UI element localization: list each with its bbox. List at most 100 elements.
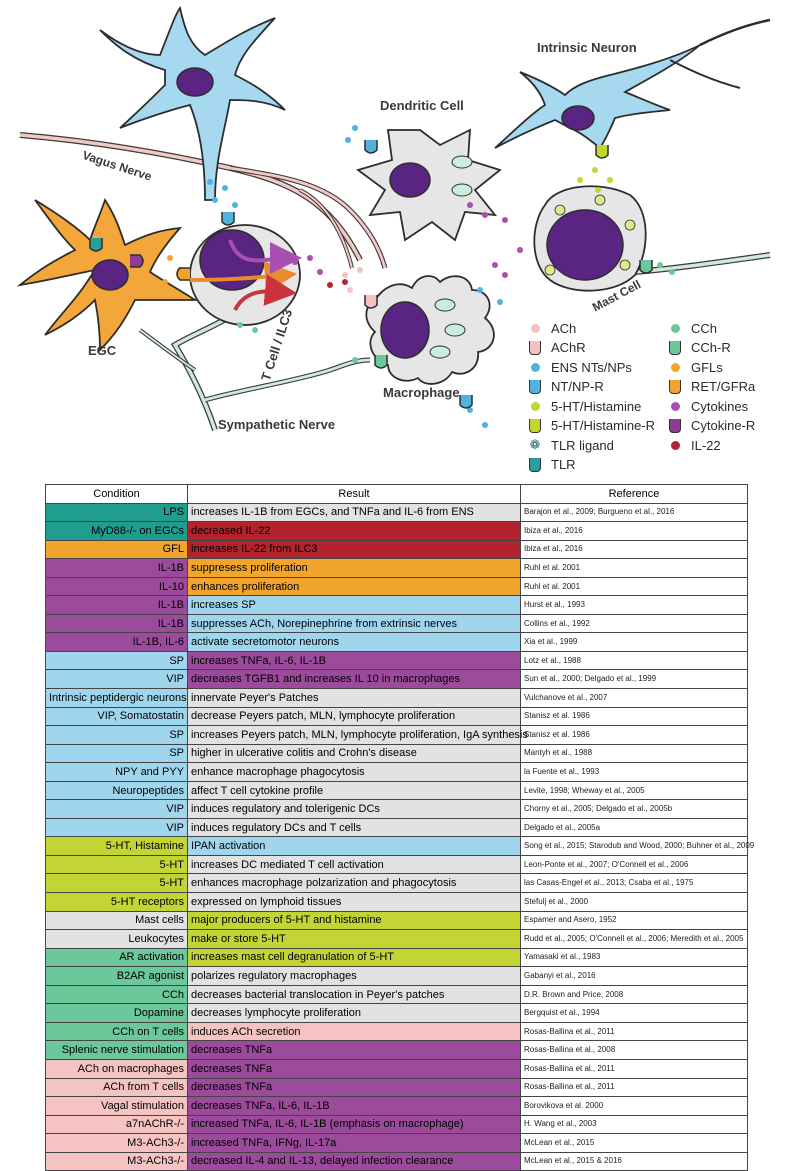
reference-cell: Hurst et al., 1993	[520, 595, 748, 615]
condition-cell: 5-HT receptors	[45, 892, 188, 912]
reference-cell: Song et al., 2015; Starodub and Wood, 20…	[520, 836, 754, 856]
legend-symbol	[666, 397, 684, 415]
reference-cell: Stefulj et al., 2000	[520, 892, 748, 912]
legend-symbol	[666, 417, 684, 435]
condition-cell: CCh	[45, 984, 188, 1005]
result-cell: increases SP	[187, 595, 521, 615]
condition-cell: ACh from T cells	[45, 1077, 188, 1098]
label-intrinsic-neuron: Intrinsic Neuron	[537, 40, 637, 55]
header-condition: Condition	[45, 484, 188, 504]
enteric-neuron-top	[99, 5, 286, 201]
legend-dot-icon	[530, 323, 540, 333]
result-cell: make or store 5-HT	[187, 929, 521, 949]
legend-label: Cytokines	[691, 398, 749, 414]
reference-cell: Chorny et al., 2005; Delgado et al., 200…	[520, 799, 748, 819]
legend-label: ACh	[551, 320, 577, 336]
result-cell: induces ACh secretion	[187, 1021, 521, 1042]
condition-cell: Mast cells	[45, 910, 188, 931]
macrophage	[365, 275, 495, 385]
reference-cell: Gabanyi et al., 2016	[520, 966, 748, 986]
legend-item: ❁TLR ligand	[526, 435, 614, 455]
legend-dot-icon	[530, 401, 540, 411]
reference-cell: Barajon et al., 2009; Burgueno et al., 2…	[520, 502, 748, 523]
condition-cell: GFL	[45, 539, 188, 560]
reference-cell: Ibiza et al., 2016	[520, 521, 748, 541]
result-cell: increases TNFa, IL-6, IL-1B	[187, 650, 521, 671]
legend-label: GFLs	[691, 359, 723, 375]
condition-cell: Dopamine	[45, 1003, 188, 1023]
legend-label: 5-HT/Histamine	[551, 398, 642, 414]
legend-item: ACh	[526, 318, 576, 338]
result-cell: decreases TNFa	[187, 1077, 521, 1098]
sympathetic-nerve	[138, 252, 771, 431]
condition-cell: MyD88-/- on EGCs	[45, 521, 188, 541]
legend-item: CCh-R	[666, 338, 731, 358]
condition-cell: 5-HT	[45, 854, 188, 875]
legend-item: Cytokine-R	[666, 416, 755, 436]
condition-cell: SP	[45, 650, 188, 671]
table-row: a7nAChR-/-increased TNFa, IL-6, IL-1B (e…	[45, 1114, 748, 1135]
result-cell: increases DC mediated T cell activation	[187, 854, 521, 875]
condition-cell: Leukocytes	[45, 929, 188, 949]
legend-label: Cytokine-R	[691, 418, 756, 433]
reference-cell: Levite, 1998; Wheway et al., 2005	[520, 780, 748, 801]
reference-cell: Bergquist et al., 1994	[520, 1003, 748, 1023]
result-cell: decreased IL-4 and IL-13, delayed infect…	[187, 1151, 521, 1171]
legend-item: 5-HT/Histamine	[526, 396, 641, 416]
legend-item: Cytokines	[666, 396, 748, 416]
reference-cell: Rosas-Ballina et al., 2011	[520, 1021, 748, 1042]
reference-cell: Ruhl et al. 2001	[520, 576, 748, 597]
reference-cell: D.R. Brown and Price, 2008	[520, 984, 748, 1005]
result-cell: increased TNFa, IFNg, IL-17a	[187, 1133, 521, 1153]
legend-symbol	[666, 339, 684, 357]
legend-label: CCh-R	[691, 340, 731, 355]
condition-cell: M3-ACh3-/-	[45, 1133, 188, 1153]
reference-cell: Mantyh et al., 1988	[520, 743, 748, 764]
legend-symbol	[526, 378, 544, 396]
result-cell: affect T cell cytokine profile	[187, 780, 521, 801]
result-cell: suppresess proliferation	[187, 558, 521, 578]
legend-label: 5-HT/Histamine-R	[551, 418, 656, 433]
reference-cell: Sun et al., 2000; Delgado et al., 1999	[520, 669, 748, 690]
condition-cell: IL-1B	[45, 558, 188, 578]
reference-cell: Yamasaki et al., 1983	[520, 947, 748, 968]
reference-cell: Rosas-Ballina et al., 2011	[520, 1077, 748, 1098]
receptors	[89, 140, 653, 409]
legend-label: CCh	[691, 320, 718, 336]
header-result: Result	[187, 484, 521, 504]
label-dendritic-cell: Dendritic Cell	[380, 98, 464, 113]
legend-receptor-icon	[669, 418, 681, 433]
legend-dot-icon	[530, 362, 540, 372]
legend-receptor-icon	[529, 340, 541, 355]
reference-cell: Ruhl et al. 2001	[520, 558, 748, 578]
legend-dot-icon	[670, 362, 680, 372]
result-cell: induces regulatory and tolerigenic DCs	[187, 799, 521, 819]
table-row: M3-ACh3-/-decreased IL-4 and IL-13, dela…	[45, 1151, 748, 1171]
result-cell: suppresses ACh, Norepinephrine from extr…	[187, 613, 521, 634]
condition-cell: Intrinsic peptidergic neurons	[45, 688, 188, 708]
result-cell: decreased IL-22	[187, 521, 521, 541]
label-macrophage: Macrophage	[383, 385, 460, 400]
legend-label: ENS NTs/NPs	[551, 359, 632, 375]
result-cell: decreases TGFB1 and increases IL 10 in m…	[187, 669, 521, 690]
legend-label: TLR ligand	[551, 437, 614, 453]
result-cell: higher in ulcerative colitis and Crohn's…	[187, 743, 521, 764]
result-cell: increased TNFa, IL-6, IL-1B (emphasis on…	[187, 1114, 521, 1135]
mast-cell	[533, 185, 647, 292]
condition-cell: SP	[45, 743, 188, 764]
